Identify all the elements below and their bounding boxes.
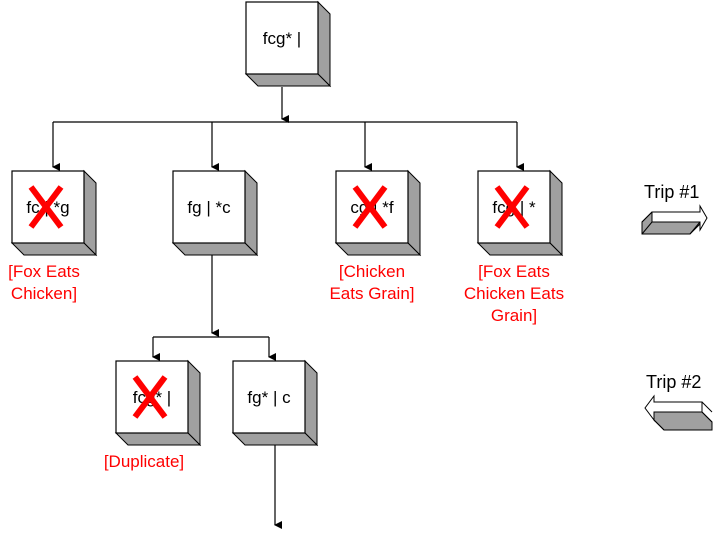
rejection-reason: Chicken Eats: [464, 284, 564, 303]
right-arrow-icon: [641, 204, 708, 235]
state-label: fg | *c: [187, 198, 231, 217]
rejected-x-icon: X: [132, 375, 168, 419]
trip-1: Trip #1: [641, 182, 708, 235]
left-arrow-icon: [644, 394, 713, 431]
rejection-reason: [Fox Eats: [8, 262, 80, 281]
rejection-reason: Chicken]: [11, 284, 77, 303]
state-label: fcg* |: [263, 29, 301, 48]
rejection-reason: Eats Grain]: [329, 284, 414, 303]
state-node-b1: fcg* |X[Duplicate]: [104, 359, 202, 471]
rejected-x-icon: X: [28, 185, 64, 229]
rejection-reason: [Chicken: [339, 262, 405, 281]
connectors: [52, 87, 524, 529]
trip-2: Trip #2: [644, 372, 713, 431]
rejection-reason: Grain]: [491, 306, 537, 325]
state-node-a2: fg | *c: [171, 169, 259, 257]
state-node-root: fcg* |: [244, 0, 332, 88]
rejection-reason: [Fox Eats: [478, 262, 550, 281]
rejected-x-icon: X: [494, 185, 530, 229]
rejection-reason: [Duplicate]: [104, 452, 184, 471]
state-label: fg* | c: [247, 388, 291, 407]
state-node-b2: fg* | c: [231, 359, 319, 447]
rejected-x-icon: X: [352, 185, 388, 229]
trip-2-label: Trip #2: [646, 372, 701, 392]
trip-1-label: Trip #1: [644, 182, 699, 202]
